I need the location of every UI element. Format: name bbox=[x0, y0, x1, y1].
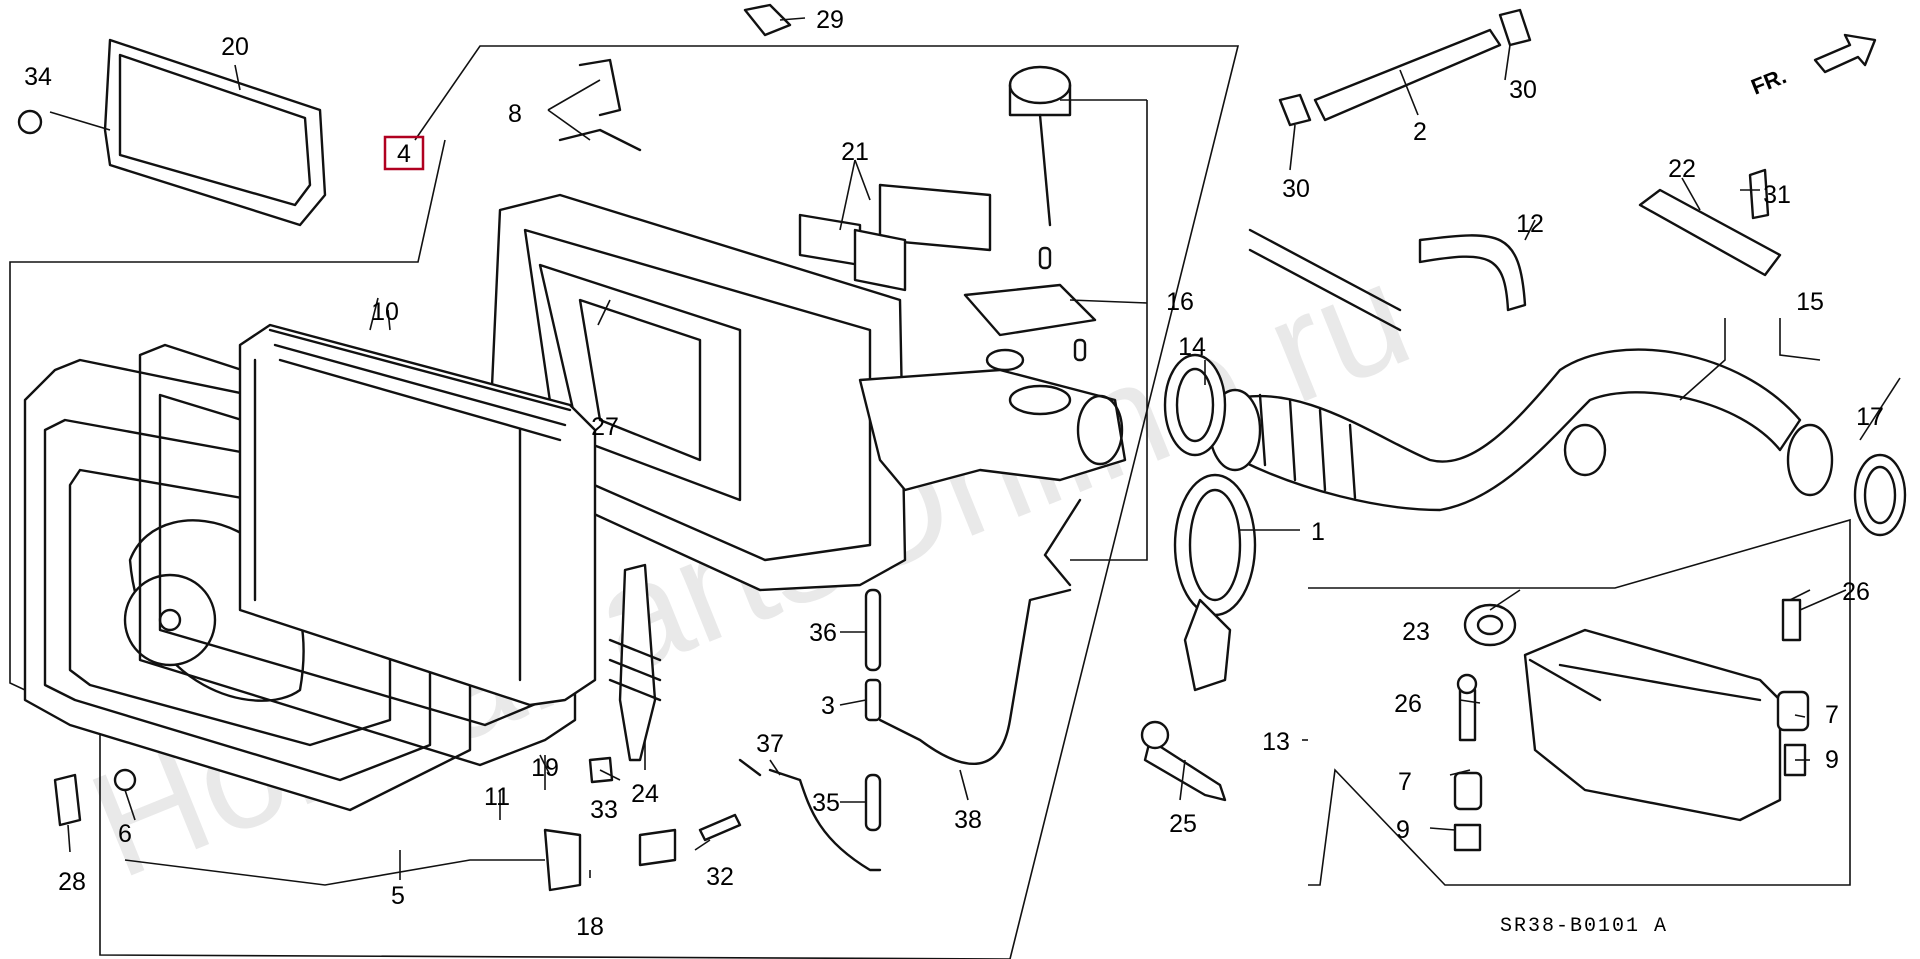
callout-28: 28 bbox=[58, 868, 86, 896]
callout-31: 31 bbox=[1763, 181, 1791, 209]
callout-18: 18 bbox=[576, 913, 604, 941]
gasket-and-filter bbox=[138, 323, 597, 767]
clamps-and-clips bbox=[1140, 353, 1257, 802]
callout-1: 1 bbox=[1311, 518, 1325, 546]
callout-36: 36 bbox=[809, 619, 837, 647]
callout-30b: 30 bbox=[1282, 175, 1310, 203]
callout-5: 5 bbox=[391, 882, 405, 910]
front-direction-arrow: FR. bbox=[1748, 33, 1877, 100]
callout-numbers: 1 2 3 5 6 7 7 8 9 9 10 11 12 13 14 15 16… bbox=[24, 6, 1884, 941]
resonator-group bbox=[1308, 518, 1851, 886]
callout-20: 20 bbox=[221, 33, 249, 61]
callout-29: 29 bbox=[816, 6, 844, 34]
callout-34: 34 bbox=[24, 63, 52, 91]
callout-4: 4 bbox=[397, 140, 411, 168]
callout-32: 32 bbox=[706, 863, 734, 891]
callout-30a: 30 bbox=[1509, 76, 1537, 104]
callout-37: 37 bbox=[756, 730, 784, 758]
intake-duct bbox=[1208, 348, 1907, 537]
callout-19: 19 bbox=[531, 754, 559, 782]
callout-8: 8 bbox=[508, 100, 522, 128]
callout-3: 3 bbox=[821, 692, 835, 720]
lid-gasket bbox=[17, 38, 327, 227]
callout-10: 10 bbox=[371, 298, 399, 326]
front-direction-label: FR. bbox=[1748, 63, 1790, 99]
callout-26a: 26 bbox=[1842, 578, 1870, 606]
callout-6: 6 bbox=[118, 820, 132, 848]
callout-25: 25 bbox=[1169, 810, 1197, 838]
callout-23: 23 bbox=[1402, 618, 1430, 646]
callout-35: 35 bbox=[812, 789, 840, 817]
leader-lines bbox=[49, 17, 1901, 886]
callout-11: 11 bbox=[484, 783, 510, 811]
vacuum-actuator bbox=[963, 65, 1097, 372]
diagram-code: SR38-B0101 A bbox=[1500, 915, 1668, 938]
callout-13: 13 bbox=[1262, 728, 1290, 756]
callout-9b: 9 bbox=[1396, 816, 1410, 844]
vacuum-hoses bbox=[738, 588, 1072, 872]
assembly-callout-box bbox=[383, 135, 425, 171]
small-hoses bbox=[1248, 28, 1782, 332]
assembly-group-outline bbox=[9, 45, 1240, 959]
callout-27: 27 bbox=[591, 413, 619, 441]
callout-22: 22 bbox=[1668, 155, 1696, 183]
callout-14: 14 bbox=[1178, 333, 1206, 361]
callout-33: 33 bbox=[590, 796, 618, 824]
callout-15: 15 bbox=[1796, 288, 1824, 316]
callout-21: 21 bbox=[841, 138, 869, 166]
callout-2: 2 bbox=[1413, 118, 1427, 146]
callout-16: 16 bbox=[1166, 288, 1194, 316]
foam-pads bbox=[798, 183, 992, 292]
callout-9a: 9 bbox=[1825, 746, 1839, 774]
callout-7b: 7 bbox=[1398, 768, 1412, 796]
callout-24: 24 bbox=[631, 780, 659, 808]
brackets-and-fasteners bbox=[53, 563, 742, 892]
callout-17: 17 bbox=[1856, 403, 1884, 431]
callout-7a: 7 bbox=[1825, 701, 1839, 729]
misc-clips bbox=[558, 3, 1770, 220]
callout-26b: 26 bbox=[1394, 690, 1422, 718]
callout-38: 38 bbox=[954, 806, 982, 834]
callout-12: 12 bbox=[1516, 210, 1544, 238]
